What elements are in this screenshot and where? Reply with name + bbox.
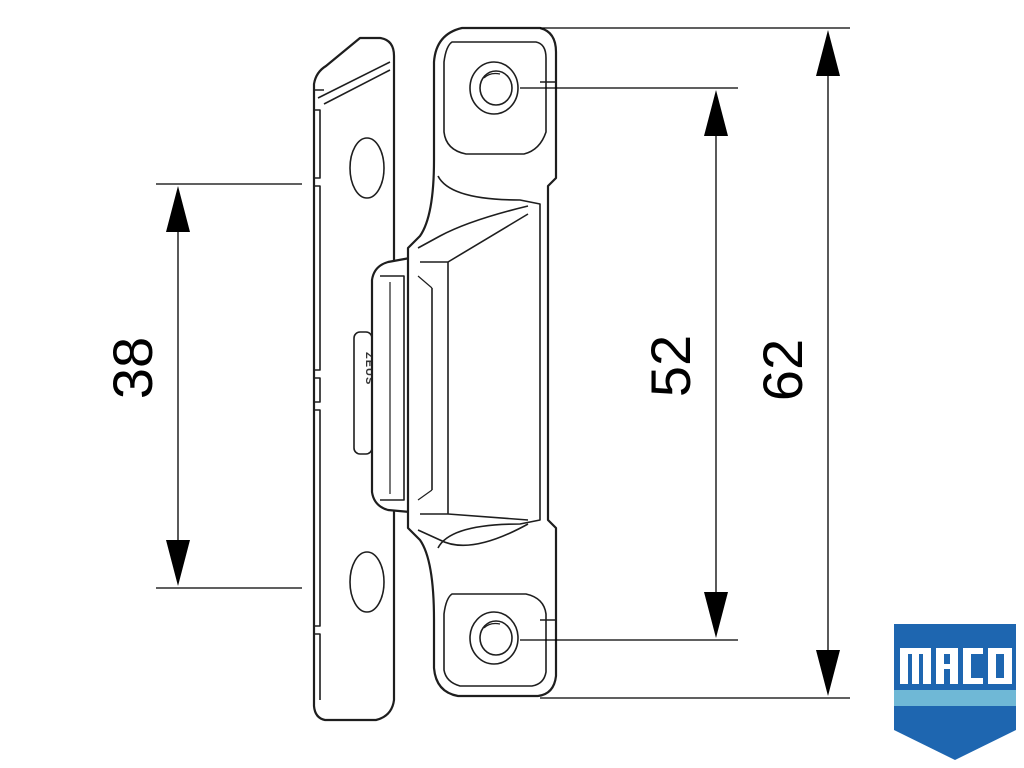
dimension-38: 38: [101, 183, 302, 589]
arrow-down-38: [166, 540, 190, 586]
dimension-52: 52: [520, 87, 738, 641]
dimension-38-label: 38: [101, 337, 164, 399]
dimension-52-label: 52: [639, 335, 702, 397]
arrow-down-52: [704, 592, 728, 638]
bridge-piece: [370, 256, 420, 514]
maco-logo: [894, 624, 1016, 760]
plate-hole-lower: [349, 551, 385, 613]
dimension-62: 62: [540, 27, 850, 699]
dimension-62-label: 62: [751, 339, 814, 401]
keeper-hole-upper: [469, 61, 519, 115]
arrow-up-52: [704, 90, 728, 136]
arrow-down-62: [816, 650, 840, 696]
keeper-hole-lower: [469, 611, 519, 665]
arrow-up-38: [166, 186, 190, 232]
arrow-up-62: [816, 30, 840, 76]
plate-hole-upper: [349, 137, 385, 199]
keeper-body: [406, 26, 558, 698]
